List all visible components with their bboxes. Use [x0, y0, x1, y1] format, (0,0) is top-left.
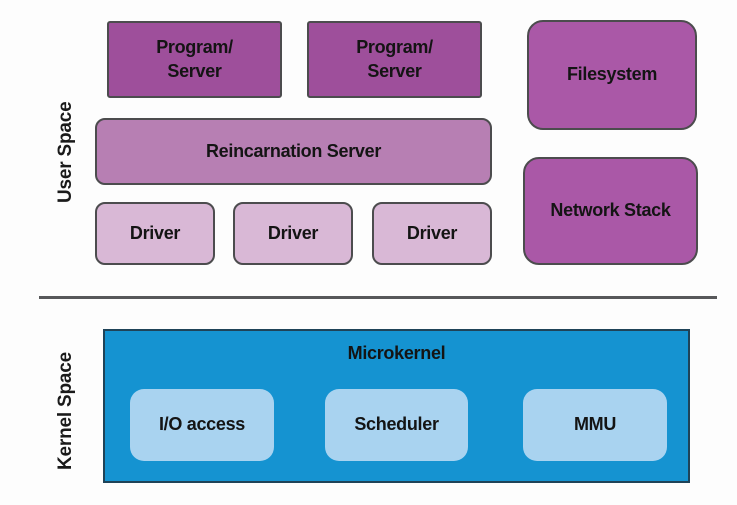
mmu-box: MMU: [523, 389, 667, 461]
driver-box-3: Driver: [372, 202, 492, 265]
user-kernel-space-divider: [39, 296, 717, 299]
reincarnation-server-box: Reincarnation Server: [95, 118, 492, 185]
kernel-space-label: Kernel Space: [55, 352, 76, 470]
driver-box-1: Driver: [95, 202, 215, 265]
scheduler-box: Scheduler: [325, 389, 468, 461]
program-server-box-1: Program/ Server: [107, 21, 282, 98]
microkernel-label: Microkernel: [347, 343, 446, 363]
microkernel-box: Microkernel I/O access Scheduler MMU: [103, 329, 690, 483]
filesystem-box: Filesystem: [527, 20, 697, 130]
network-stack-box: Network Stack: [523, 157, 698, 265]
driver-box-2: Driver: [233, 202, 353, 265]
program-server-box-2: Program/ Server: [307, 21, 482, 98]
io-access-box: I/O access: [130, 389, 274, 461]
user-space-label: User Space: [55, 101, 76, 203]
